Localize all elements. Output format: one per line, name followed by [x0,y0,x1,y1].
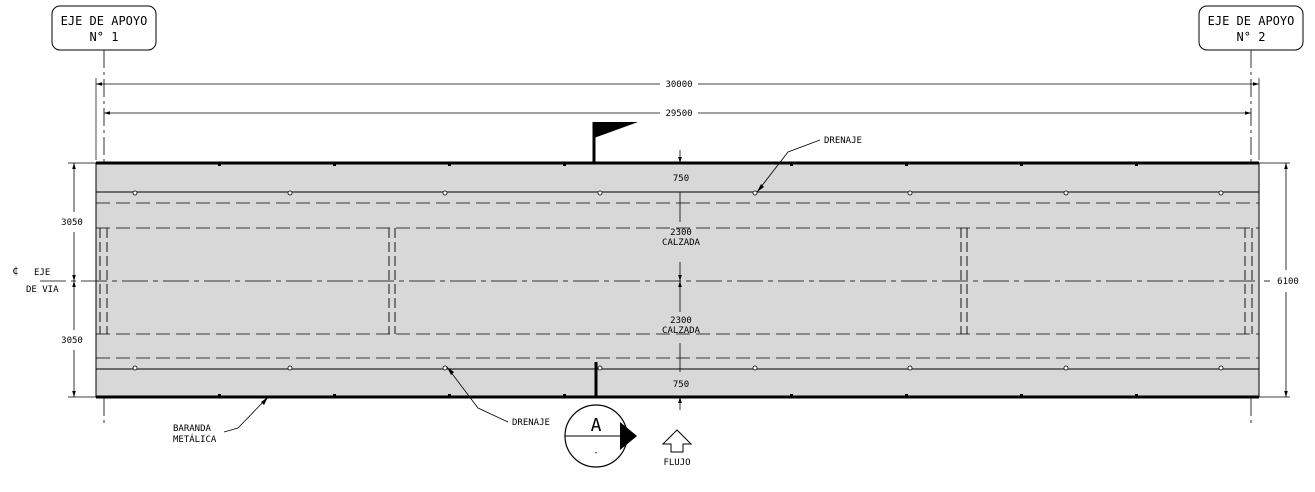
drain-leader-bottom: DRENAJE [446,366,550,428]
deck-slab [95,162,1260,398]
dim-sidewalk-top-text: 750 [673,174,689,184]
dimension-span-length: 29500 [104,109,1251,119]
hidden-lines [96,202,1259,359]
dim-half-width-top-text: 3050 [61,218,83,228]
railing-leader: BARANDA METÁLICA [173,396,269,445]
railing-label-line1: BARANDA [173,424,212,434]
dim-sidewalk-bottom-text: 750 [673,380,689,390]
road-axis-label-line1: EJE [34,268,50,278]
section-marker-letter: A [591,415,602,436]
dim-lane-top-text: 2300 [670,228,692,238]
flow-label: FLUJO [663,458,690,468]
dimension-total-length: 30000 [96,80,1259,90]
dimension-total-width [1259,162,1290,398]
railing-posts [218,162,1138,398]
dim-lane-bottom-text: 2300 [670,316,692,326]
dim-span-length-text: 29500 [665,109,692,119]
section-cut-top [592,122,638,164]
support-axis-tag-left: EJE DE APOYO N° 1 [51,5,157,51]
support-axis-right-line2: N° 2 [1237,30,1266,44]
drain-leader-top: DRENAJE [756,136,862,193]
dim-half-width-bottom-text: 3050 [61,336,83,346]
drain-top-label: DRENAJE [824,136,862,146]
railing-label-line2: METÁLICA [173,433,217,445]
vertical-dimension-chain [673,150,687,410]
dim-total-width-text: 6100 [1277,277,1299,287]
dim-lane-top-label: CALZADA [662,238,701,248]
flow-arrow-icon: FLUJO [661,429,693,468]
support-axis-left-line2: N° 1 [90,30,119,44]
road-axis-symbol: ¢ [12,264,19,277]
dimension-half-widths [68,162,96,398]
drain-bottom-label: DRENAJE [512,418,550,428]
diaphragms [99,228,1253,334]
section-marker-sheet: - [593,448,598,458]
drain-holes [132,190,1224,371]
dim-lane-bottom-label: CALZADA [662,326,701,336]
support-axis-right-line1: EJE DE APOYO [1208,14,1295,28]
support-axis-tag-right: EJE DE APOYO N° 2 [1198,5,1304,51]
dim-total-length-text: 30000 [665,80,692,90]
section-marker: A - [564,404,637,468]
road-axis-label-line2: DE VIA [26,285,59,295]
support-axis-left-line1: EJE DE APOYO [61,14,148,28]
